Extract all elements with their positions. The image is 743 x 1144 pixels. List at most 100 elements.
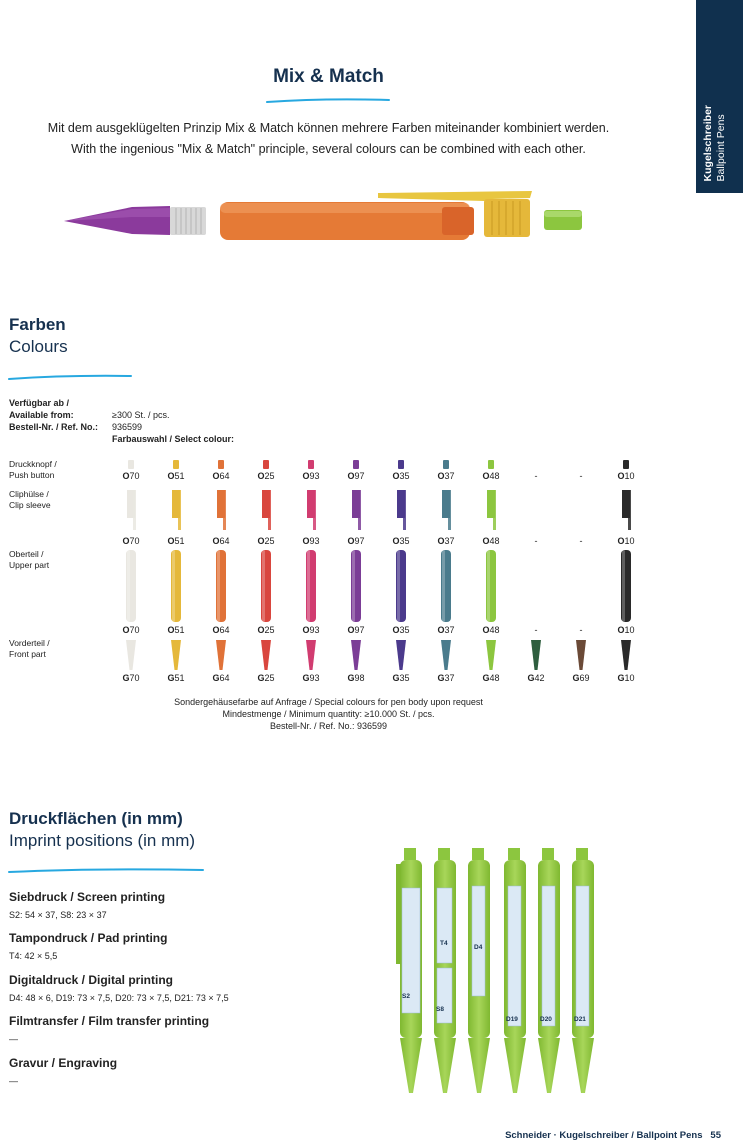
colour-code: O35: [392, 471, 410, 481]
imprint-title-en: Imprint positions (in mm): [9, 831, 196, 850]
minimum-quantity-note: Mindestmenge / Minimum quantity: ≥10.000…: [222, 709, 435, 719]
colour-code: O48: [482, 536, 500, 546]
row-label-de: Vorderteil /: [9, 638, 50, 648]
mix-intro-de: Mit dem ausgeklügelten Prinzip Mix & Mat…: [47, 121, 610, 135]
colour-code: G51: [167, 673, 185, 683]
colour-code: O70: [122, 471, 140, 481]
colour-code: G35: [392, 673, 410, 683]
swatch-clip-o93: [307, 490, 316, 530]
side-tab: Kugelschreiber Ballpoint Pens: [696, 0, 743, 193]
colours-underline: [8, 374, 132, 380]
swatch-clip-o64: [217, 490, 226, 530]
row-label-en: Upper part: [9, 560, 50, 570]
imprint-method-value: D4: 48 × 6, D19: 73 × 7,5, D20: 73 × 7,5…: [9, 993, 229, 1003]
mix-intro-en: With the ingenious "Mix & Match" princip…: [71, 142, 586, 156]
pen-label-s8: S8: [436, 1006, 444, 1013]
colour-code: O64: [212, 471, 230, 481]
colour-code: O70: [122, 625, 140, 635]
pen-label-d20: D20: [540, 1016, 552, 1023]
title-underline: [266, 98, 390, 103]
swatch-front-g42: [531, 640, 541, 670]
row-label-clip-sleeve: Cliphülse /Clip sleeve: [9, 489, 51, 511]
side-tab-en: Ballpoint Pens: [715, 113, 727, 181]
colour-code: O37: [437, 536, 455, 546]
colour-code: O10: [617, 625, 635, 635]
colour-code: -: [579, 471, 583, 481]
swatch-front-g93: [306, 640, 316, 670]
side-tab-text: Kugelschreiber Ballpoint Pens: [702, 105, 728, 181]
imprint-method-title: Siebdruck / Screen printing: [9, 890, 166, 904]
special-ref-note: Bestell-Nr. / Ref. No.: 936599: [269, 721, 388, 731]
swatch-button-o70: [128, 460, 134, 469]
swatch-upper-o97: [351, 550, 361, 622]
colour-code: O97: [347, 625, 365, 635]
colour-code: G48: [482, 673, 500, 683]
side-tab-de: Kugelschreiber: [702, 104, 714, 181]
footer-text: Schneider · Kugelschreiber / Ballpoint P…: [505, 1130, 703, 1141]
colour-code: G70: [122, 673, 140, 683]
swatch-button-o51: [173, 460, 179, 469]
colour-code: G93: [302, 673, 320, 683]
swatch-clip-o70: [127, 490, 136, 530]
swatch-upper-o48: [486, 550, 496, 622]
swatch-upper-o25: [261, 550, 271, 622]
swatch-button-o37: [443, 460, 449, 469]
imprint-method-value: —: [9, 1076, 18, 1086]
swatch-clip-o10: [622, 490, 631, 530]
colour-code: O48: [482, 625, 500, 635]
colour-code: -: [579, 625, 583, 635]
imprint-method-title: Gravur / Engraving: [9, 1056, 118, 1070]
swatch-clip-o37: [442, 490, 451, 530]
swatch-button-o48: [488, 460, 494, 469]
colour-code: G42: [527, 673, 545, 683]
pen-d4: [468, 848, 490, 1093]
colour-code: O64: [212, 625, 230, 635]
colour-code: O51: [167, 471, 185, 481]
colour-code: -: [579, 536, 583, 546]
swatch-upper-o35: [396, 550, 406, 622]
colour-code: O37: [437, 471, 455, 481]
imprint-underline: [8, 868, 204, 873]
select-colour-label: Farbauswahl / Select colour:: [112, 434, 235, 444]
row-label-de: Oberteil /: [9, 549, 44, 559]
page-number: 55: [710, 1130, 721, 1141]
swatch-front-g64: [216, 640, 226, 670]
order-value: 936599: [112, 422, 143, 432]
order-label: Bestell-Nr. / Ref. No.:: [9, 422, 99, 432]
swatch-front-g35: [396, 640, 406, 670]
colour-code: G64: [212, 673, 230, 683]
colour-code: O51: [167, 536, 185, 546]
swatch-front-g51: [171, 640, 181, 670]
page-footer: Schneider · Kugelschreiber / Ballpoint P…: [505, 1130, 721, 1141]
mix-match-title: Mix & Match: [273, 66, 384, 87]
pen-t4-s8: [434, 848, 456, 1093]
row-label-en: Clip sleeve: [9, 500, 51, 510]
special-colours-note: Sondergehäusefarbe auf Anfrage / Special…: [174, 697, 483, 707]
swatch-clip-o25: [262, 490, 271, 530]
colour-code: O48: [482, 471, 500, 481]
imprint-method-title: Tampondruck / Pad printing: [9, 931, 168, 945]
exploded-pen-illustration: [64, 191, 582, 240]
colour-code: G98: [347, 673, 365, 683]
imprint-method-value: T4: 42 × 5,5: [9, 951, 58, 961]
swatch-button-o35: [398, 460, 404, 469]
imprint-positions-illustration: S2 T4 S8 D4 D19 D20 D21: [396, 848, 594, 1093]
colour-code: -: [534, 471, 538, 481]
swatch-upper-o93: [306, 550, 316, 622]
swatch-front-g10: [621, 640, 631, 670]
colour-code: O25: [257, 625, 275, 635]
row-label-en: Front part: [9, 649, 46, 659]
imprint-method-title: Filmtransfer / Film transfer printing: [9, 1014, 210, 1028]
colour-code: O64: [212, 536, 230, 546]
swatch-clip-o35: [397, 490, 406, 530]
available-label-en: Available from:: [9, 410, 74, 420]
imprint-method-value: —: [9, 1034, 18, 1044]
colour-code: G25: [257, 673, 275, 683]
swatch-upper-o10: [621, 550, 631, 622]
row-label-en: Push button: [9, 470, 55, 480]
swatch-front-g69: [576, 640, 586, 670]
colour-code: O10: [617, 536, 635, 546]
imprint-method-title: Digitaldruck / Digital printing: [9, 973, 174, 987]
colour-code: O35: [392, 536, 410, 546]
pen-label-d4: D4: [474, 944, 483, 951]
